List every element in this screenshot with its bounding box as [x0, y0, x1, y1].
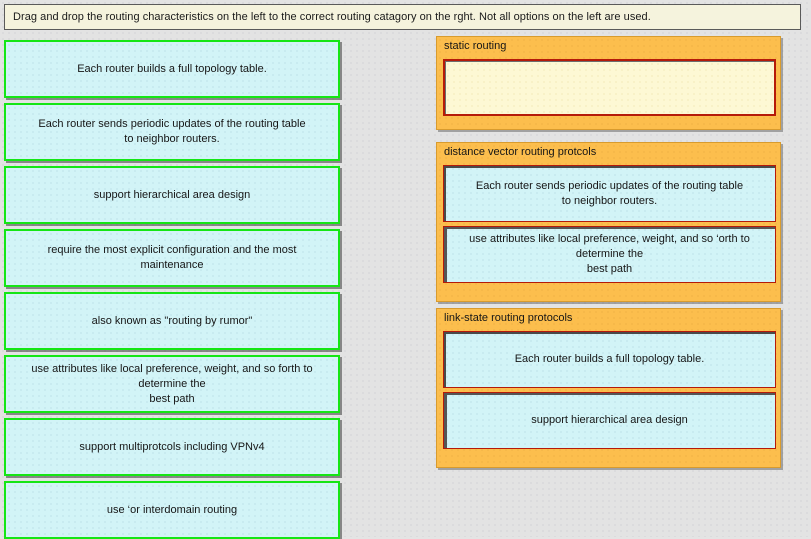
option-tile[interactable]: support multiprotcols including VPNv4 — [4, 418, 340, 476]
categories-column: static routing distance vector routing pr… — [433, 36, 783, 476]
dropped-tile-label: Each router sends periodic updates of th… — [475, 179, 744, 207]
option-tile[interactable]: Each router sends periodic updates of th… — [4, 103, 340, 161]
dropped-tile-label: Each router builds a full topology table… — [514, 353, 705, 365]
dropped-tile-label: support hierarchical area design — [531, 414, 688, 426]
option-tile-label: require the most explicit configuration … — [47, 244, 297, 271]
option-tile-label: use ‘or interdomain routing — [106, 503, 238, 516]
option-tile-label: support hierarchical area design — [93, 188, 251, 201]
options-column: Each router builds a full topology table… — [0, 36, 349, 539]
option-tile-label: support multiprotcols including VPNv4 — [79, 440, 265, 453]
option-tile[interactable]: Each router builds a full topology table… — [4, 40, 340, 98]
option-tile[interactable]: use ‘or interdomain routing — [4, 481, 340, 539]
empty-drop-slot[interactable] — [443, 59, 776, 116]
category-title: distance vector routing protcols — [444, 146, 597, 158]
dropped-tile-label: use attributes like local preference, we… — [469, 233, 750, 275]
instruction-bar: Drag and drop the routing characteristic… — [4, 4, 801, 30]
option-tile-label: use attributes like local preference, we… — [31, 362, 313, 405]
option-tile-label: also known as "routing by rumor" — [91, 314, 253, 327]
instruction-text: Drag and drop the routing characteristic… — [13, 10, 651, 23]
option-tile[interactable]: use attributes like local preference, we… — [4, 355, 340, 413]
option-tile[interactable]: require the most explicit configuration … — [4, 229, 340, 287]
option-tile-label: Each router sends periodic updates of th… — [38, 118, 306, 145]
category-title: link-state routing protocols — [444, 312, 573, 324]
dropped-tile[interactable]: support hierarchical area design — [443, 392, 776, 449]
dropped-tile[interactable]: use attributes like local preference, we… — [443, 226, 776, 283]
option-tile-label: Each router builds a full topology table… — [77, 62, 267, 75]
dropped-tile[interactable]: Each router sends periodic updates of th… — [443, 165, 776, 222]
dropped-tile[interactable]: Each router builds a full topology table… — [443, 331, 776, 388]
category-title: static routing — [444, 40, 507, 52]
category-panel[interactable]: static routing — [436, 36, 781, 130]
option-tile[interactable]: support hierarchical area design — [4, 166, 340, 224]
option-tile[interactable]: also known as "routing by rumor" — [4, 292, 340, 350]
